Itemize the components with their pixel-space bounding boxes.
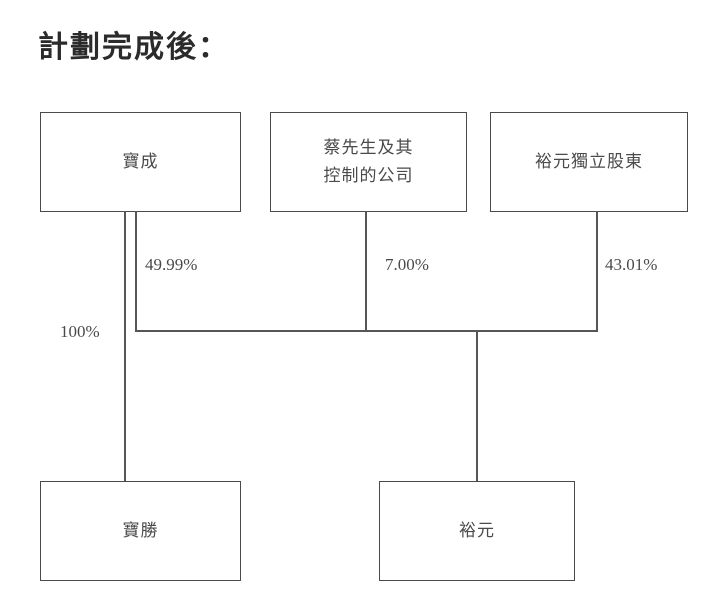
connector-yuyuan-independent-to-bus bbox=[596, 211, 598, 332]
edge-label-baocheng-yuyuan: 49.99% bbox=[145, 255, 198, 274]
node-box-baosheng: 寶勝 bbox=[40, 481, 241, 581]
node-label-baosheng: 寶勝 bbox=[122, 521, 159, 540]
node-label-yuyuan-independent-shareholders: 裕元獨立股東 bbox=[535, 152, 643, 171]
node-label-mr-tsai: 蔡先生及其 控制的公司 bbox=[323, 138, 414, 185]
node-box-mr-tsai: 蔡先生及其 控制的公司 bbox=[270, 112, 467, 212]
connector-bus-to-yuyuan bbox=[476, 330, 478, 481]
connector-horizontal-bus bbox=[135, 330, 598, 332]
connector-mr-tsai-to-bus bbox=[365, 211, 367, 332]
edge-label-baocheng-baosheng: 100% bbox=[60, 322, 100, 341]
node-box-yuyuan: 裕元 bbox=[379, 481, 575, 581]
connector-baocheng-to-bus bbox=[135, 211, 137, 332]
node-box-yuyuan-independent-shareholders: 裕元獨立股東 bbox=[490, 112, 688, 212]
node-box-baocheng: 寶成 bbox=[40, 112, 241, 212]
page-title: 計劃完成後： bbox=[38, 30, 230, 65]
node-label-baocheng: 寶成 bbox=[122, 152, 159, 171]
edge-label-mr-tsai-yuyuan: 7.00% bbox=[385, 255, 429, 274]
edge-label-yuyuan-independent-yuyuan: 43.01% bbox=[605, 255, 658, 274]
node-label-yuyuan: 裕元 bbox=[459, 521, 495, 540]
connector-baocheng-to-baosheng bbox=[124, 211, 126, 481]
